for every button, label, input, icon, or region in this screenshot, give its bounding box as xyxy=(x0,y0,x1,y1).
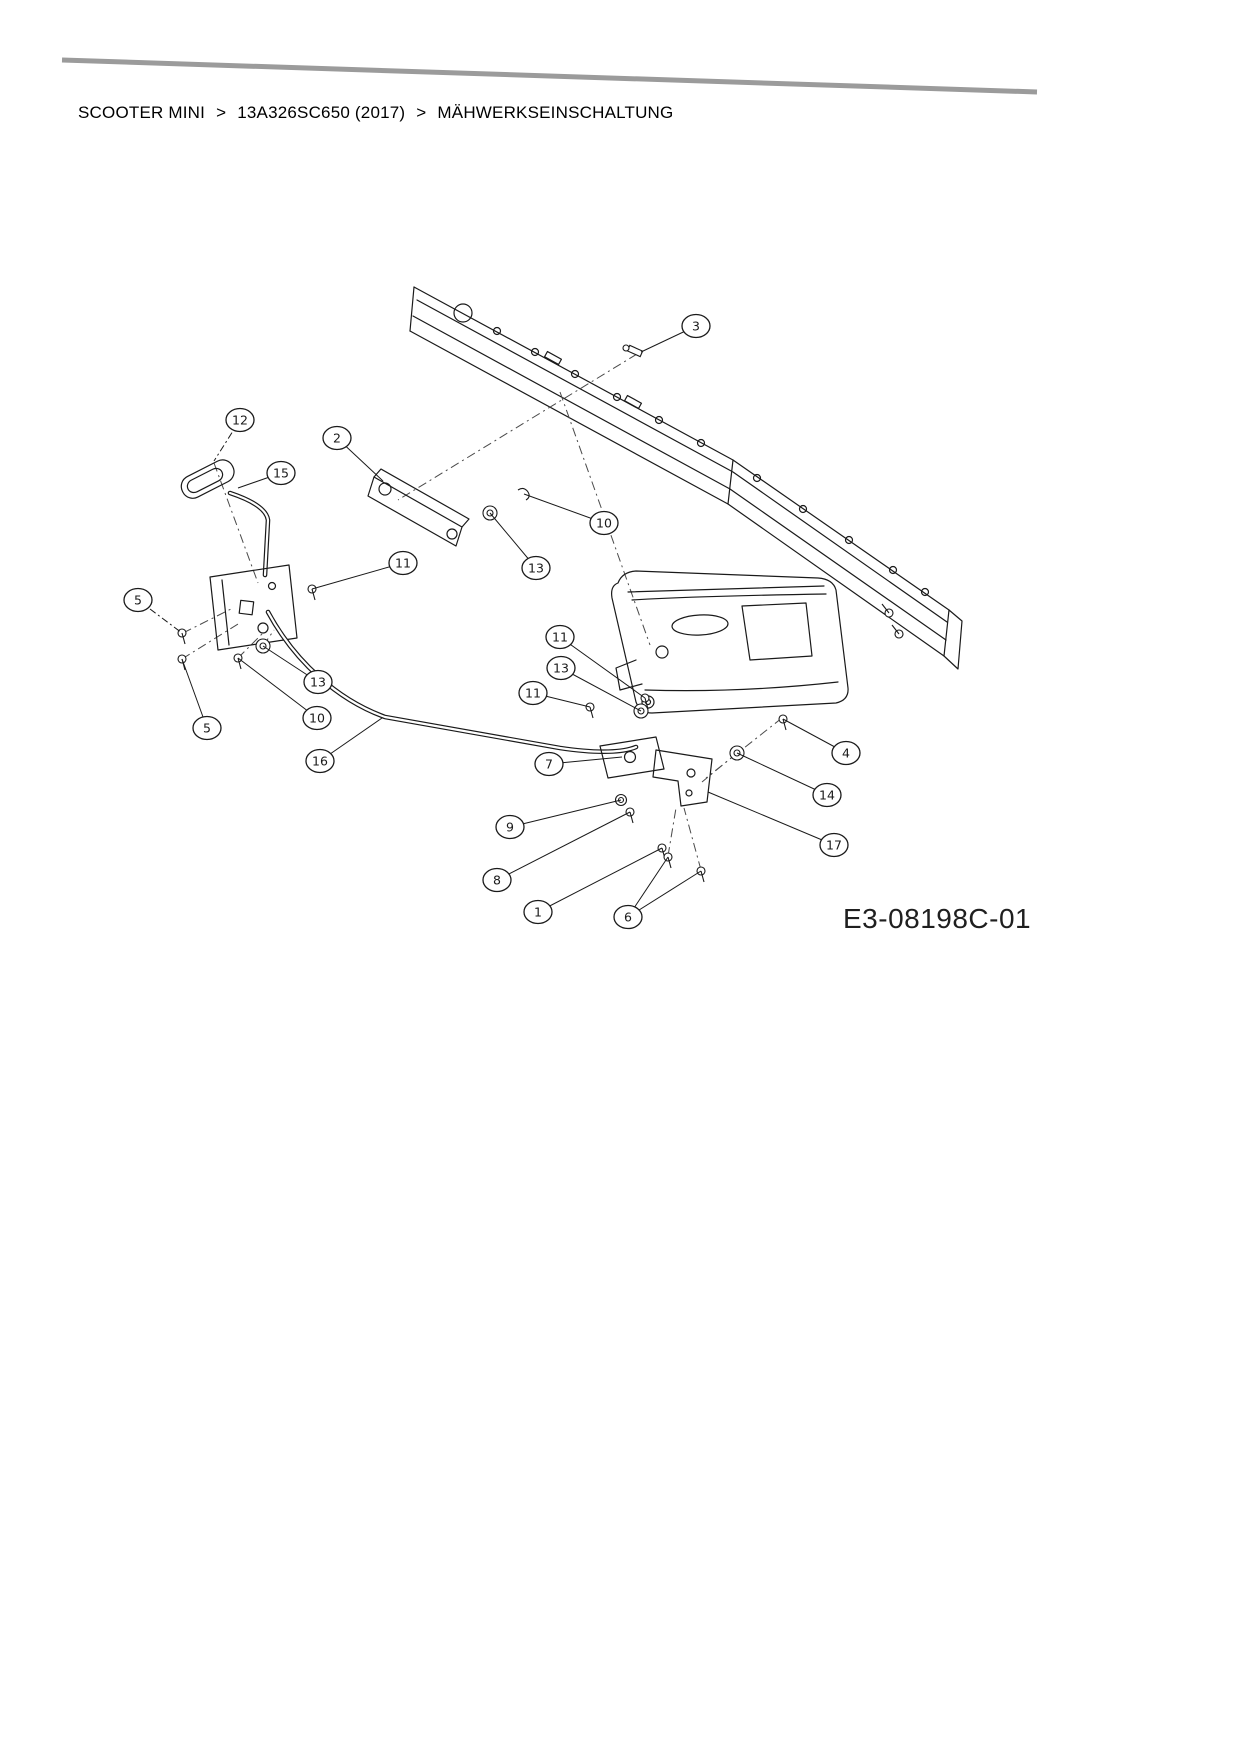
callout-balloon xyxy=(534,751,564,777)
diagram-code-label: E3-08198C-01 xyxy=(843,903,1031,934)
callout-16: 16 xyxy=(305,717,383,774)
callout-5: 5 xyxy=(123,587,183,634)
callout-balloon xyxy=(546,655,576,681)
clip-part-artwork xyxy=(622,344,644,358)
mount-bracket-artwork xyxy=(209,564,298,651)
callout-balloon xyxy=(322,425,352,451)
callout-number: 13 xyxy=(553,661,569,676)
callout-1: 1 xyxy=(523,847,663,925)
callout-balloon xyxy=(495,814,525,840)
callout-number: 5 xyxy=(134,593,142,608)
callout-balloon xyxy=(266,460,296,486)
callout-balloon xyxy=(545,624,575,650)
diagram-artwork xyxy=(180,286,963,871)
callout-number: 6 xyxy=(624,910,632,925)
callout-number: 9 xyxy=(506,820,514,835)
callout-balloon xyxy=(225,407,255,433)
callout-17: 17 xyxy=(707,791,849,858)
callout-6: 6 xyxy=(613,856,702,930)
callout-balloon xyxy=(518,680,548,706)
callout-2: 2 xyxy=(322,425,384,482)
callout-balloon xyxy=(523,899,553,925)
callout-number: 13 xyxy=(310,675,326,690)
breadcrumb: SCOOTER MINI >13A326SC650 (2017) > MÄHWERKS… xyxy=(78,103,673,123)
callout-number: 16 xyxy=(312,754,328,769)
callout-number: 1 xyxy=(534,905,542,920)
callout-number: 7 xyxy=(545,757,553,772)
callout-14: 14 xyxy=(736,752,842,808)
callout-balloon xyxy=(303,669,333,695)
callout-number: 8 xyxy=(493,873,501,888)
mower-deck-artwork xyxy=(611,570,849,714)
callout-12: 12 xyxy=(213,407,255,462)
callout-balloon xyxy=(302,705,332,731)
callout-9: 9 xyxy=(495,799,622,840)
top-divider-line xyxy=(61,57,1038,95)
breadcrumb-item[interactable]: SCOOTER MINI xyxy=(78,103,206,122)
callout-number: 4 xyxy=(842,746,850,761)
breadcrumb-item[interactable]: 13A326SC650 (2017) xyxy=(237,103,406,122)
frame-rail-artwork xyxy=(409,286,963,670)
callout-11: 11 xyxy=(311,550,418,590)
callout-balloon xyxy=(192,715,222,741)
callout-number: 10 xyxy=(596,516,612,531)
breadcrumb-item[interactable]: MÄHWERKSEINSCHALTUNG xyxy=(437,103,674,122)
callout-number: 14 xyxy=(819,788,835,803)
callout-number: 11 xyxy=(552,630,568,645)
callout-8: 8 xyxy=(482,811,631,893)
callout-13: 13 xyxy=(262,645,333,695)
breadcrumb-separator: > xyxy=(416,103,427,122)
callout-number: 2 xyxy=(333,431,341,446)
callout-balloon xyxy=(812,782,842,808)
callout-balloon xyxy=(613,904,643,930)
callout-balloon xyxy=(681,313,711,339)
callout-11: 11 xyxy=(518,680,591,708)
callout-number: 10 xyxy=(309,711,325,726)
callout-balloon xyxy=(831,740,861,766)
fastener-glyphs xyxy=(177,487,788,883)
callout-13: 13 xyxy=(489,512,551,581)
linkage-rod-artwork xyxy=(265,609,639,754)
lift-plate-artwork xyxy=(367,468,470,547)
callout-balloon xyxy=(819,832,849,858)
callout-number: 11 xyxy=(525,686,541,701)
callout-number: 15 xyxy=(273,466,289,481)
callout-11: 11 xyxy=(545,624,646,699)
breadcrumb-separator: > xyxy=(216,103,227,122)
callout-7: 7 xyxy=(534,751,623,777)
callout-4: 4 xyxy=(782,718,861,766)
callout-3: 3 xyxy=(640,313,711,353)
callout-10: 10 xyxy=(237,657,332,731)
callout-number: 12 xyxy=(232,413,248,428)
callout-balloon xyxy=(521,555,551,581)
callout-number: 3 xyxy=(692,319,700,334)
callout-balloon xyxy=(482,867,512,893)
callout-balloon xyxy=(388,550,418,576)
callout-balloon xyxy=(305,748,335,774)
callout-number: 11 xyxy=(395,556,411,571)
callout-balloon xyxy=(589,510,619,536)
callout-number: 5 xyxy=(203,721,211,736)
callout-number: 17 xyxy=(826,838,842,853)
engagement-lever-artwork xyxy=(180,459,271,578)
callout-number: 13 xyxy=(528,561,544,576)
callout-15: 15 xyxy=(237,460,296,489)
callout-5: 5 xyxy=(181,658,222,741)
callout-10: 10 xyxy=(523,493,619,536)
callout-balloon xyxy=(123,587,153,613)
callout-13: 13 xyxy=(546,655,642,712)
